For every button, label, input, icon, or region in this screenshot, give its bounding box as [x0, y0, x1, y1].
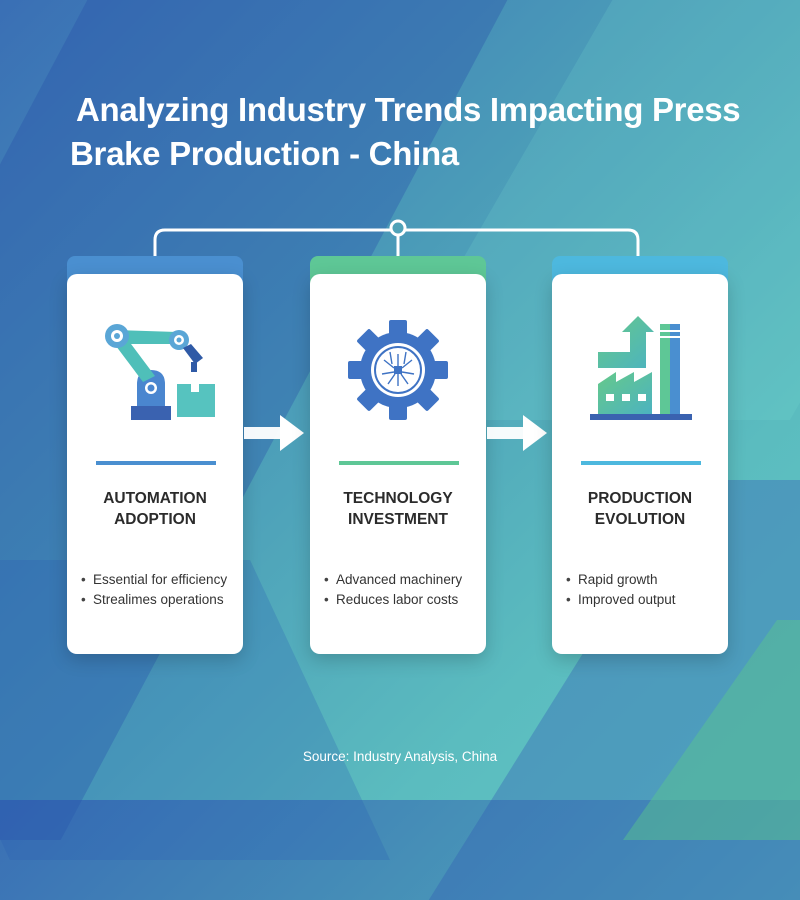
card-production-evolution: PRODUCTION EVOLUTION Rapid growth Improv…: [552, 274, 728, 654]
bullet-item: Strealimes operations: [81, 590, 227, 610]
heading-line-2: EVOLUTION: [594, 511, 686, 528]
bullet-item: Improved output: [566, 590, 676, 610]
connector-node-icon: [389, 219, 407, 237]
source-caption: Source: Industry Analysis, China: [302, 749, 498, 764]
card-divider: [96, 461, 216, 465]
card-heading: TECHNOLOGY INVESTMENT: [310, 488, 486, 530]
arrow-right-icon: [244, 415, 304, 451]
bullet-item: Reduces labor costs: [324, 590, 462, 610]
bullet-list: Essential for efficiency Strealimes oper…: [81, 570, 227, 610]
card-heading: PRODUCTION EVOLUTION: [552, 488, 728, 530]
bullet-item: Advanced machinery: [324, 570, 462, 590]
heading-line-1: AUTOMATION: [103, 490, 207, 507]
heading-line-1: TECHNOLOGY: [343, 490, 453, 507]
card-automation-adoption: AUTOMATION ADOPTION Essential for effici…: [67, 274, 243, 654]
factory-growth-icon: [590, 316, 692, 420]
heading-line-2: INVESTMENT: [348, 511, 448, 528]
robotic-arm-icon: [105, 324, 215, 420]
gear-circuit-icon: [348, 320, 448, 420]
bullet-item: Rapid growth: [566, 570, 676, 590]
bracket-connector: [389, 219, 407, 237]
page-title: Analyzing Industry Trends Impacting Pres…: [70, 88, 770, 176]
title-line-1: Analyzing Industry Trends Impacting Pres…: [76, 91, 741, 128]
card-divider: [581, 461, 701, 465]
heading-line-1: PRODUCTION: [587, 490, 693, 507]
heading-line-2: ADOPTION: [114, 511, 196, 528]
card-heading: AUTOMATION ADOPTION: [67, 488, 243, 530]
arrow-right-icon: [487, 415, 547, 451]
bullet-list: Rapid growth Improved output: [566, 570, 676, 610]
card-divider: [339, 461, 459, 465]
title-line-2: Brake Production - China: [70, 135, 459, 172]
card-technology-investment: TECHNOLOGY INVESTMENT Advanced machinery…: [310, 274, 486, 654]
bullet-list: Advanced machinery Reduces labor costs: [324, 570, 462, 610]
bullet-item: Essential for efficiency: [81, 570, 227, 590]
